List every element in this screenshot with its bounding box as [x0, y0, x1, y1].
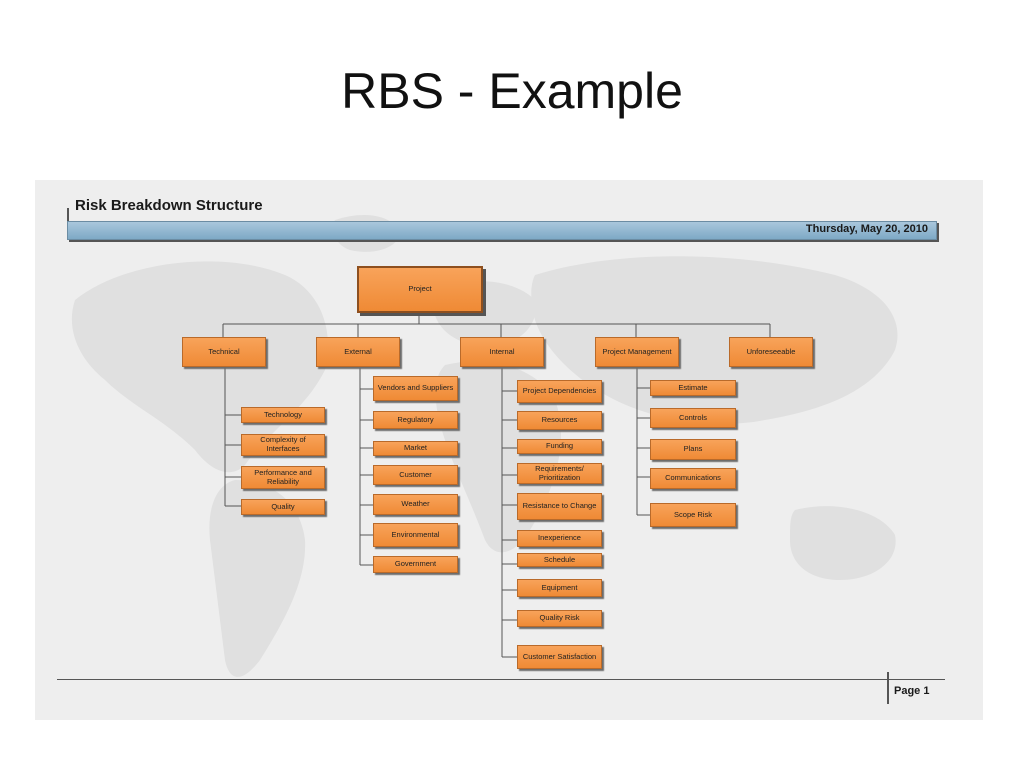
- node-project-management: Project Management: [595, 337, 679, 367]
- node-scope-risk: Scope Risk: [650, 503, 736, 527]
- node-market: Market: [373, 441, 458, 456]
- page-number: Page 1: [894, 685, 930, 697]
- node-quality: Quality: [241, 499, 325, 515]
- node-vendors-and-suppliers: Vendors and Suppliers: [373, 376, 458, 401]
- connector-lines: [222, 313, 771, 658]
- node-customer: Customer: [373, 465, 458, 485]
- node-internal: Internal: [460, 337, 544, 367]
- node-performance-and-reliability: Performance and Reliability: [241, 466, 325, 489]
- node-environmental: Environmental: [373, 523, 458, 547]
- title-bar: Thursday, May 20, 2010: [67, 221, 937, 240]
- node-resistance-to-change: Resistance to Change: [517, 493, 602, 520]
- node-controls: Controls: [650, 408, 736, 428]
- node-resources: Resources: [517, 411, 602, 430]
- node-government: Government: [373, 556, 458, 573]
- node-project-dependencies: Project Dependencies: [517, 380, 602, 403]
- node-external: External: [316, 337, 400, 367]
- node-funding: Funding: [517, 439, 602, 454]
- node-technical: Technical: [182, 337, 266, 367]
- footer-divider: [57, 679, 945, 680]
- node-weather: Weather: [373, 494, 458, 515]
- node-quality-risk: Quality Risk: [517, 610, 602, 627]
- node-requirements-prioritization: Requirements/ Prioritization: [517, 463, 602, 484]
- node-complexity-of-interfaces: Complexity of Interfaces: [241, 434, 325, 456]
- report-date: Thursday, May 20, 2010: [805, 223, 928, 235]
- node-estimate: Estimate: [650, 380, 736, 396]
- node-plans: Plans: [650, 439, 736, 460]
- node-equipment: Equipment: [517, 579, 602, 597]
- report-title: Risk Breakdown Structure: [75, 197, 263, 214]
- node-schedule: Schedule: [517, 553, 602, 567]
- footer-tick: [887, 672, 889, 704]
- node-project: Project: [357, 266, 483, 313]
- node-communications: Communications: [650, 468, 736, 489]
- node-unforeseeable: Unforeseeable: [729, 337, 813, 367]
- rbs-figure: Risk Breakdown Structure Thursday, May 2…: [35, 180, 983, 720]
- node-regulatory: Regulatory: [373, 411, 458, 429]
- slide-title: RBS - Example: [341, 63, 683, 119]
- node-customer-satisfaction: Customer Satisfaction: [517, 645, 602, 669]
- node-inexperience: Inexperience: [517, 530, 602, 547]
- node-technology: Technology: [241, 407, 325, 423]
